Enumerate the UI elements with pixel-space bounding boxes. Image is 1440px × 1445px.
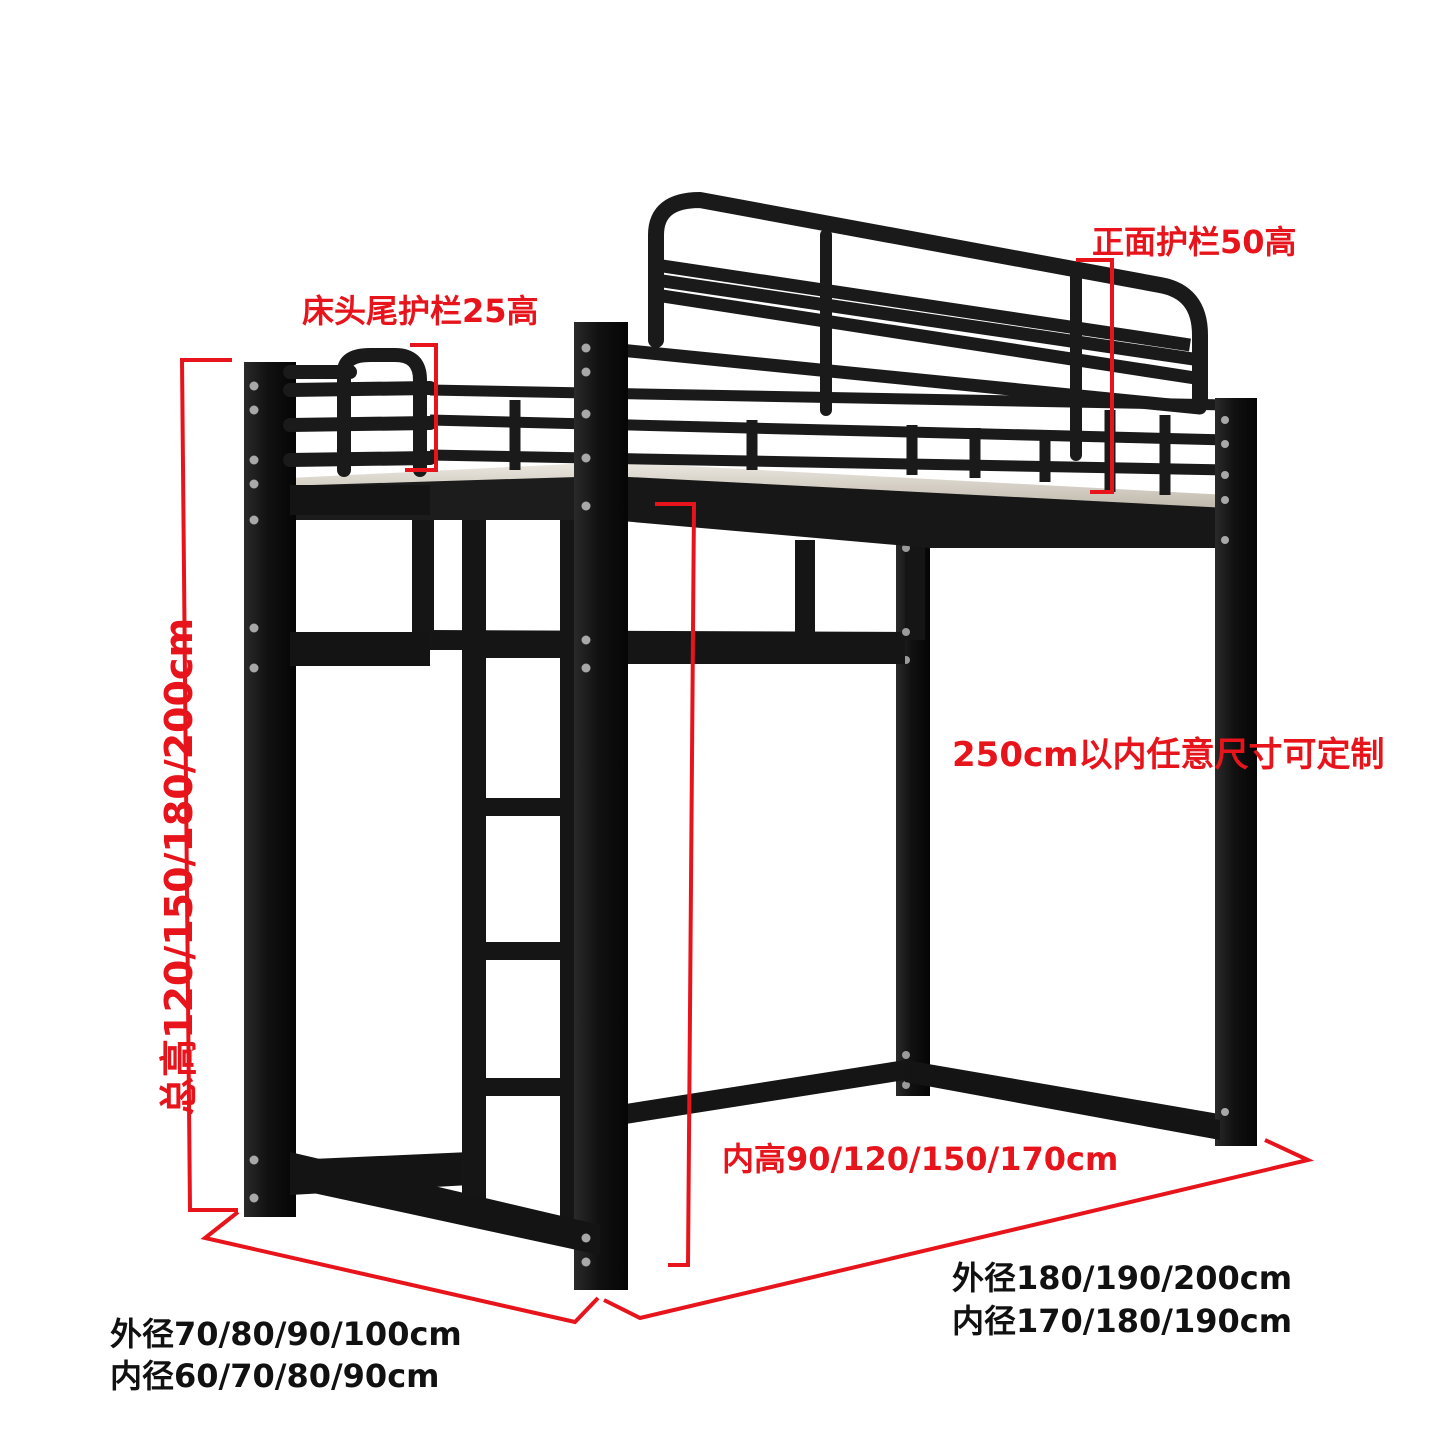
label-inner-height: 内高90/120/150/170cm xyxy=(722,1140,1119,1178)
dim-width xyxy=(200,1210,600,1325)
deck-front-rail xyxy=(610,476,1228,548)
rail-back-bottom xyxy=(600,1060,905,1128)
label-end-rail: 床头尾护栏25高 xyxy=(302,292,539,330)
label-custom: 250cm以内任意尺寸可定制 xyxy=(952,735,1385,775)
back-frame xyxy=(412,520,1225,1135)
post-back-left xyxy=(412,520,434,640)
ladder xyxy=(462,520,582,1240)
dim-length xyxy=(603,1138,1315,1321)
post-front-center xyxy=(574,322,628,1290)
dimension-lines xyxy=(179,258,1315,1325)
slat-deck xyxy=(290,462,1228,510)
post-front-right xyxy=(1215,398,1257,1146)
bolts-front xyxy=(249,343,1229,1267)
label-total-height: 总高120/150/180/200cm xyxy=(157,617,201,1115)
dim-total-height xyxy=(179,358,238,1212)
post-front-left xyxy=(244,362,296,1217)
label-front-rail: 正面护栏50高 xyxy=(1092,223,1297,261)
dim-inner-height xyxy=(655,502,697,1267)
label-length-outer: 外径180/190/200cm xyxy=(952,1259,1293,1297)
label-width-inner: 内径60/70/80/90cm xyxy=(110,1357,440,1395)
label-width-outer: 外径70/80/90/100cm xyxy=(110,1315,462,1353)
guardrail-bars xyxy=(655,258,1196,385)
front-frame xyxy=(290,322,1257,1290)
label-length-inner: 内径170/180/190cm xyxy=(952,1302,1293,1340)
dim-end-rail xyxy=(405,343,438,472)
dim-front-rail xyxy=(1076,258,1114,494)
